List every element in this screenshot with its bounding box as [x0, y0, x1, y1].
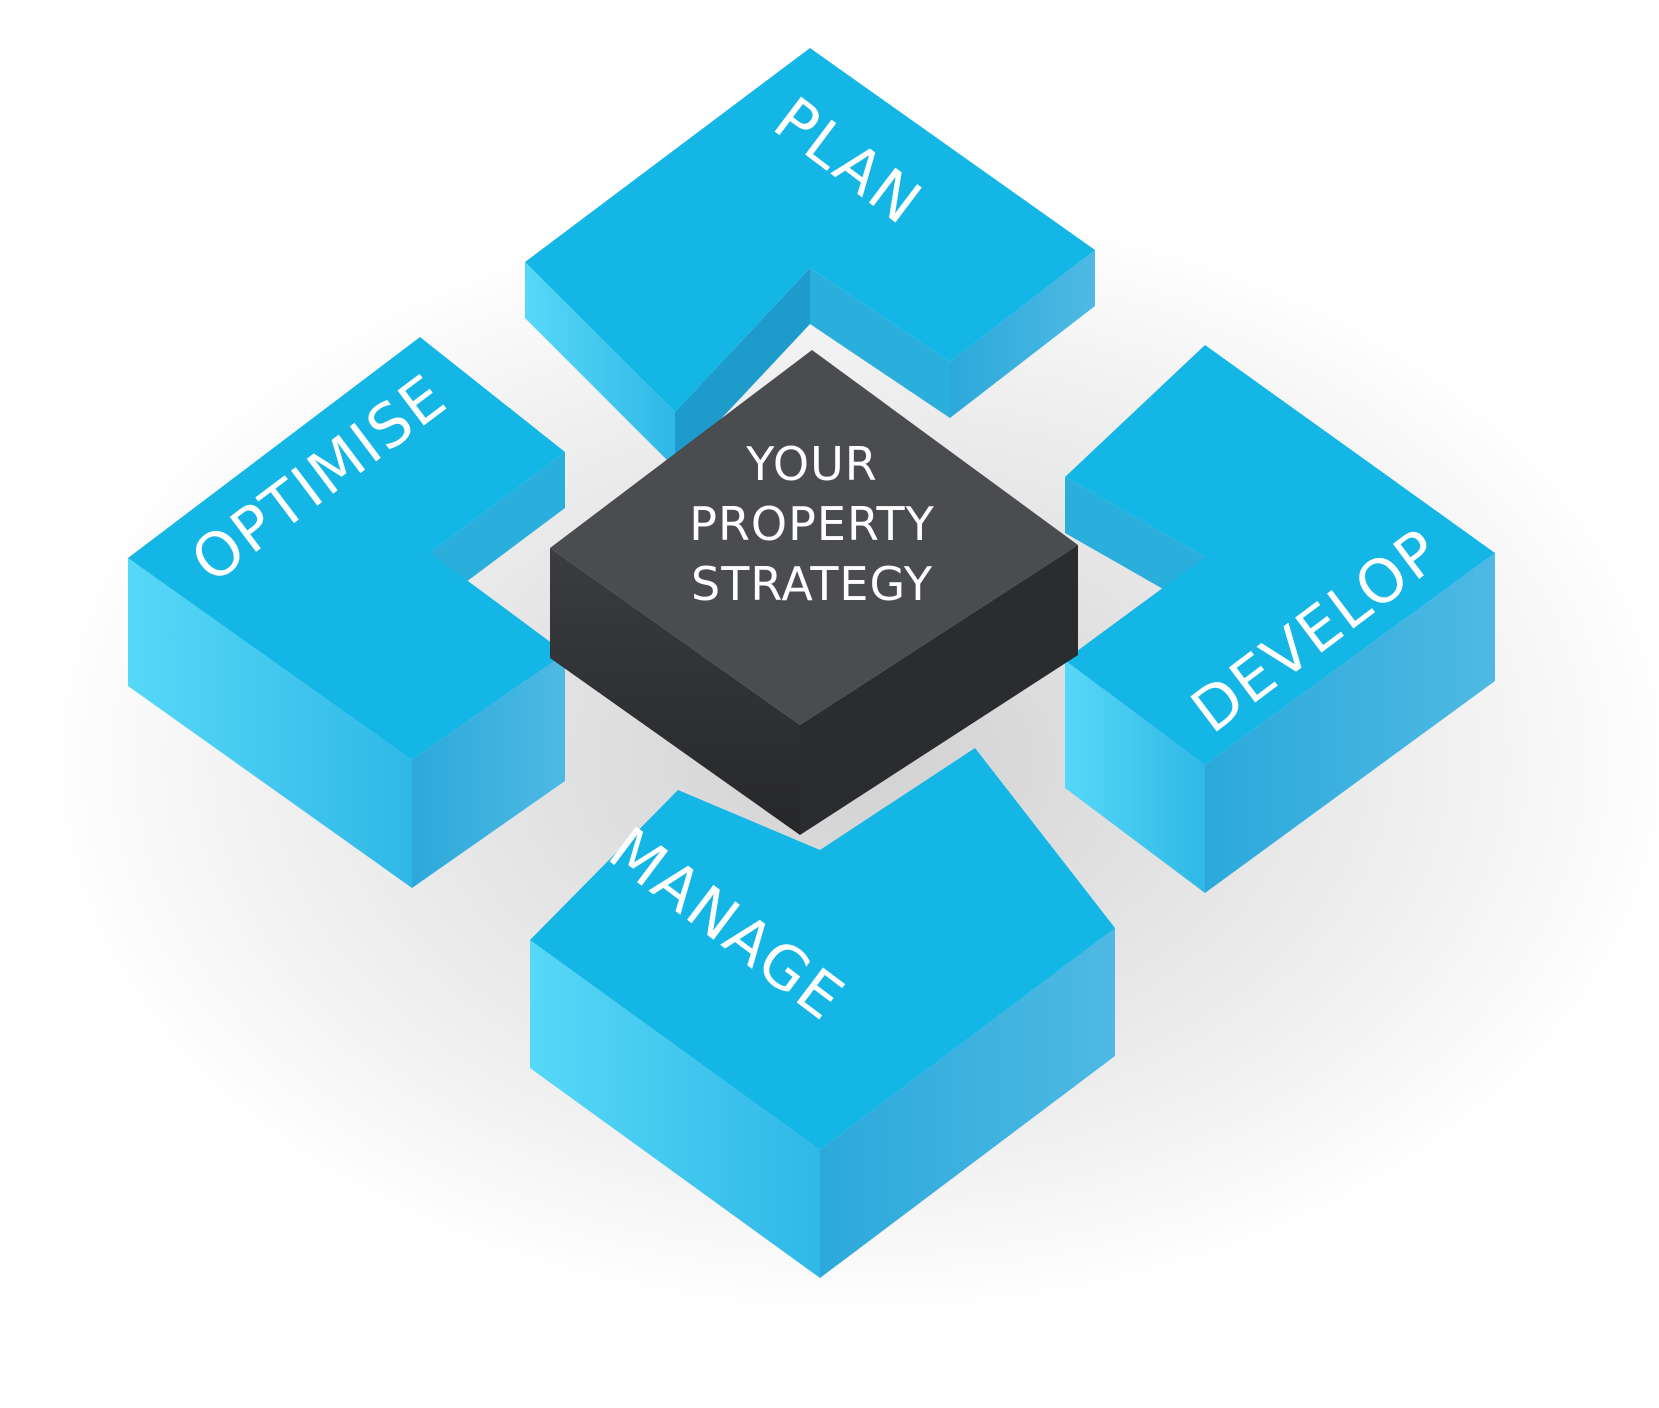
center-block-top: [550, 350, 1078, 725]
plan-block-top: [525, 48, 1095, 412]
manage-block-left-side: [530, 940, 820, 1278]
manage-block-top: [530, 748, 1115, 1150]
center-line-1: YOUR: [745, 437, 877, 491]
center-block: YOUR PROPERTY STRATEGY: [550, 350, 1078, 835]
center-block-left-side: [550, 548, 800, 835]
plan-block-left-side: [525, 262, 675, 468]
optimise-block-notch-back: [430, 452, 565, 609]
plan-block: PLAN: [525, 48, 1095, 468]
plan-block-notch-wall: [675, 268, 810, 468]
develop-block-right-side: [1205, 553, 1495, 893]
develop-block-top: [1065, 345, 1495, 765]
plan-block-notch-back: [810, 268, 950, 418]
optimise-block-right-side: [412, 653, 565, 888]
optimise-block-top: [128, 337, 565, 760]
optimise-block: OPTIMISE: [128, 337, 565, 888]
develop-block-notch-inner: [1065, 477, 1205, 613]
center-block-right-side: [800, 545, 1078, 835]
develop-block-left-side: [1065, 660, 1205, 893]
center-line-2: PROPERTY: [689, 497, 935, 551]
manage-block: MANAGE: [530, 748, 1115, 1278]
optimise-block-left-side: [128, 558, 412, 888]
plan-block-right-side: [950, 250, 1095, 418]
develop-block: DEVELOP: [1065, 345, 1495, 893]
center-line-3: STRATEGY: [691, 557, 933, 611]
manage-block-right-side: [820, 928, 1115, 1278]
